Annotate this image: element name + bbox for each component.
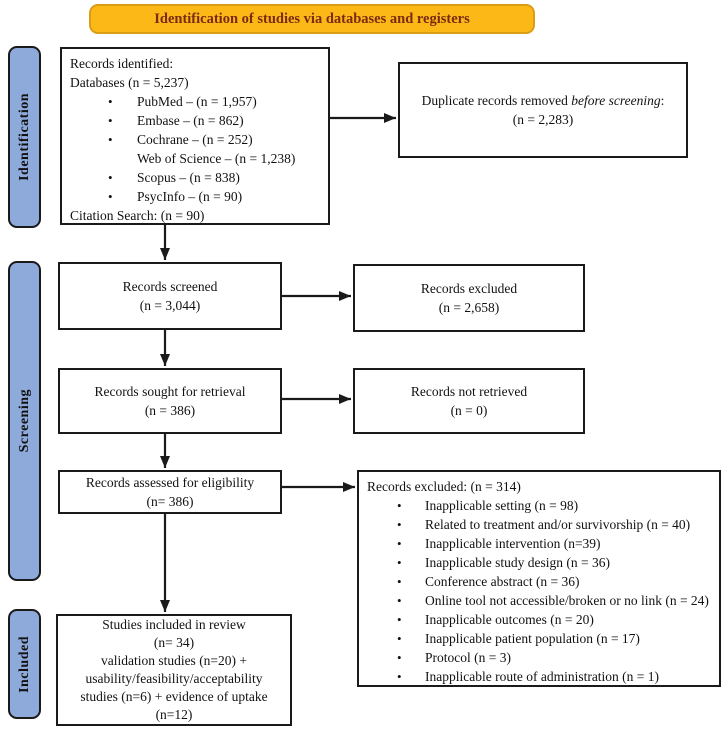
records-sought-box: Records sought for retrieval (n = 386) [58,368,282,434]
records-excluded-count: (n = 2,658) [438,300,500,315]
bullet-icon: • [108,94,113,109]
records-screened-label: Records screened [122,279,218,294]
studies-included-line: usability/feasibility/acceptability [85,671,263,686]
duplicates-removed-suffix: : [660,93,665,108]
list-item: • Embase – (n = 862) [70,111,320,130]
phase-label-screening: Screening [8,261,41,581]
bullet-icon: • [397,574,402,589]
records-not-retrieved-label: Records not retrieved [410,384,528,399]
records-identified-line3: Citation Search: (n = 90) [70,208,205,223]
exclusion-reason-list: • Inapplicable setting (n = 98) • Related … [367,496,711,686]
duplicates-removed-prefix: Duplicate records removed [421,93,572,108]
list-item-text: Inapplicable outcomes (n = 20) [425,612,594,627]
list-item: • Inapplicable outcomes (n = 20) [367,610,711,629]
bullet-icon: • [397,612,402,627]
duplicates-removed-emphasis: before screening [571,93,661,108]
records-sought-label: Records sought for retrieval [94,384,246,399]
list-item: • PsycInfo – (n = 90) [70,187,320,206]
list-item: • Inapplicable patient population (n = 17… [367,629,711,648]
records-not-retrieved-count: (n = 0) [450,403,488,418]
bullet-icon: • [108,170,113,185]
list-item: • Conference abstract (n = 36) [367,572,711,591]
records-assessed-count: (n= 386) [146,494,194,509]
list-item-text: Inapplicable patient population (n = 17) [425,631,640,646]
records-assessed-box: Records assessed for eligibility (n= 386… [58,470,282,514]
list-item-text: Online tool not accessible/broken or no … [425,593,709,608]
bullet-icon: • [108,113,113,128]
bullet-icon: • [397,498,402,513]
phase-label-screening-text: Screening [16,389,32,453]
list-item: • Cochrane – (n = 252) [70,130,320,149]
list-item-text: Embase – (n = 862) [137,113,244,128]
list-item: • PubMed – (n = 1,957) [70,92,320,111]
phase-label-included: Included [8,609,41,719]
studies-included-line: Studies included in review [102,617,246,632]
phase-label-included-text: Included [16,635,32,693]
list-item-text: Inapplicable study design (n = 36) [425,555,610,570]
records-excluded-box: Records excluded (n = 2,658) [353,264,585,332]
duplicates-removed-line1: Duplicate records removed before screeni… [422,91,665,110]
list-item: • Inapplicable setting (n = 98) [367,496,711,515]
bullet-icon: • [108,132,113,147]
list-item: • Inapplicable intervention (n=39) [367,534,711,553]
list-item-text: Cochrane – (n = 252) [137,132,253,147]
studies-included-line: (n=12) [155,707,193,722]
list-item-text: PsycInfo – (n = 90) [137,189,243,204]
diagram-title: Identification of studies via databases … [154,10,470,27]
bullet-icon: • [108,189,113,204]
list-item-text: Inapplicable setting (n = 98) [425,498,579,513]
duplicates-removed-box: Duplicate records removed before screeni… [398,62,688,158]
list-item-text: Inapplicable route of administration (n … [425,669,660,684]
bullet-icon: • [397,650,402,665]
studies-included-line: studies (n=6) + evidence of uptake [80,689,268,704]
studies-included-line: (n= 34) [153,635,195,650]
studies-included-box: Studies included in review (n= 34) valid… [56,614,292,726]
list-item-text: PubMed – (n = 1,957) [137,94,257,109]
bullet-icon: • [397,669,402,684]
records-assessed-label: Records assessed for eligibility [85,475,255,490]
records-screened-box: Records screened (n = 3,044) [58,262,282,330]
records-identified-box: Records identified: Databases (n = 5,237… [60,47,330,225]
list-item-text: Inapplicable intervention (n=39) [425,536,601,551]
list-item: • Protocol (n = 3) [367,648,711,667]
list-item: • Inapplicable route of administration (n… [367,667,711,686]
list-item: • Online tool not accessible/broken or no… [367,591,711,610]
fulltext-excluded-box: Records excluded: (n = 314) • Inapplicabl… [357,470,721,687]
records-excluded-label: Records excluded [420,281,518,296]
list-item: •Web of Science – (n = 1,238) [70,149,320,168]
list-item-text: Conference abstract (n = 36) [425,574,580,589]
records-identified-line2: Databases (n = 5,237) [70,75,189,90]
studies-included-line: validation studies (n=20) + [100,653,248,668]
records-screened-count: (n = 3,044) [139,298,201,313]
database-list: • PubMed – (n = 1,957) • Embase – (n = 862… [70,92,320,206]
list-item-text: Protocol (n = 3) [425,650,511,665]
duplicates-removed-count: (n = 2,283) [512,112,574,127]
list-item: • Scopus – (n = 838) [70,168,320,187]
bullet-icon: • [397,555,402,570]
records-identified-line1: Records identified: [70,56,174,71]
bullet-icon: • [397,631,402,646]
diagram-title-banner: Identification of studies via databases … [89,4,535,34]
records-sought-count: (n = 386) [144,403,196,418]
bullet-icon: • [397,517,402,532]
list-item-text: Scopus – (n = 838) [137,170,240,185]
bullet-icon: • [397,593,402,608]
list-item: • Inapplicable study design (n = 36) [367,553,711,572]
list-item: • Related to treatment and/or survivorshi… [367,515,711,534]
phase-label-identification: Identification [8,46,41,228]
list-item-text: Related to treatment and/or survivorship… [425,517,691,532]
records-not-retrieved-box: Records not retrieved (n = 0) [353,368,585,434]
list-item-text: Web of Science – (n = 1,238) [137,151,296,166]
fulltext-excluded-header: Records excluded: (n = 314) [367,479,521,494]
phase-label-identification-text: Identification [16,93,32,181]
bullet-icon: • [397,536,402,551]
